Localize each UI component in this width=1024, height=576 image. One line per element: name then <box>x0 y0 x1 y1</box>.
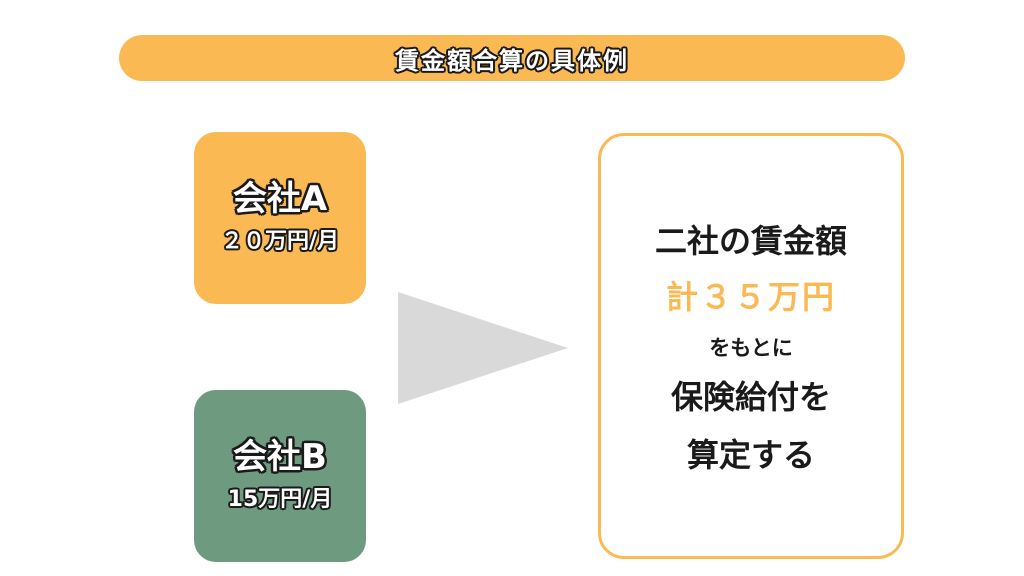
result-line-based-on: をもとに <box>709 336 793 360</box>
company-a-box: 会社A ２０万円/月 <box>194 132 366 304</box>
result-line-insurance-benefit: 保険給付を <box>670 378 831 416</box>
company-b-box: 会社B 15万円/月 <box>194 390 366 562</box>
company-a-wage: ２０万円/月 <box>220 228 340 254</box>
company-b-name: 会社B <box>233 437 327 478</box>
result-line-wage-total-label: 二社の賃金額 <box>654 222 847 260</box>
result-line-calculate: 算定する <box>686 436 815 474</box>
title-banner: 賃金額合算の具体例 <box>119 35 905 81</box>
result-box: 二社の賃金額 計３５万円 をもとに 保険給付を 算定する <box>598 133 904 559</box>
company-a-name: 会社A <box>232 179 328 220</box>
company-b-wage: 15万円/月 <box>227 486 333 512</box>
diagram-title: 賃金額合算の具体例 <box>395 46 629 75</box>
arrow-triangle <box>398 292 568 404</box>
result-line-total-amount: 計３５万円 <box>665 278 836 316</box>
right-arrow-icon <box>398 292 568 404</box>
